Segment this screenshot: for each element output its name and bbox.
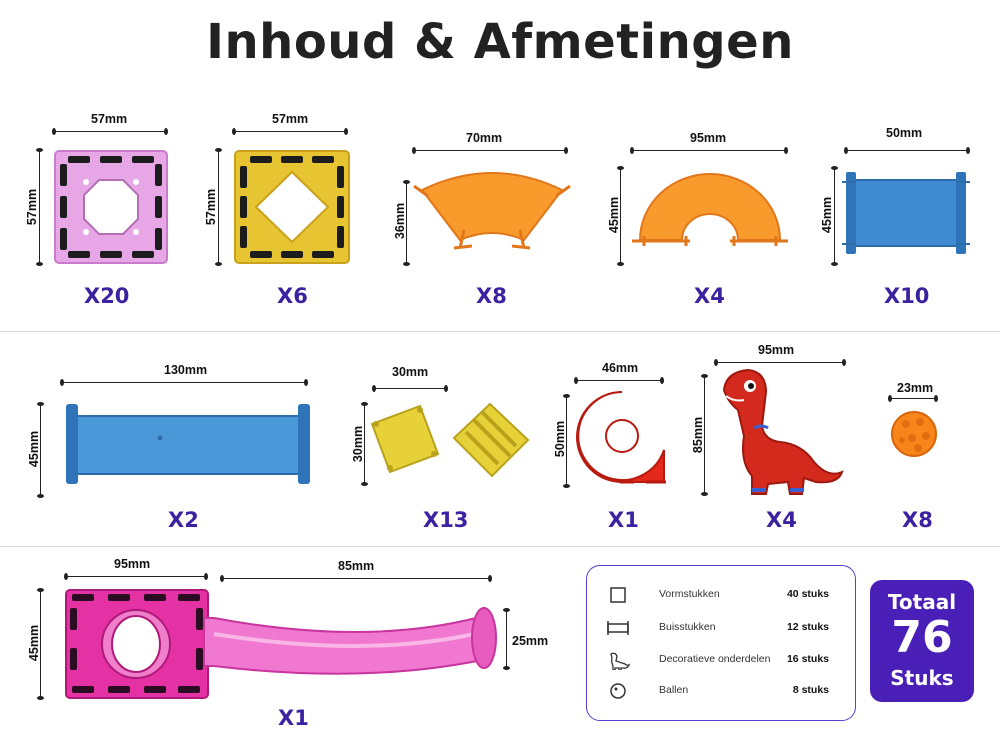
height-label: 45mm bbox=[607, 196, 622, 234]
legend-count: 8 stuks bbox=[792, 684, 829, 696]
pink-launcher-piece bbox=[65, 589, 497, 699]
red-ring-piece bbox=[576, 391, 666, 484]
blue-short-tube-piece bbox=[842, 172, 970, 254]
dimension-line bbox=[503, 608, 510, 670]
pink-square-piece bbox=[54, 150, 168, 264]
dimension-line bbox=[215, 148, 222, 266]
height-label: 85mm bbox=[691, 416, 706, 454]
width-label: 23mm bbox=[897, 381, 934, 395]
quantity-label: X8 bbox=[902, 508, 933, 532]
width-label: 85mm bbox=[338, 559, 375, 573]
divider-bottom bbox=[0, 546, 1000, 547]
quantity-label: X1 bbox=[608, 508, 639, 532]
square-outline-icon bbox=[610, 587, 626, 603]
dimension-line bbox=[617, 166, 624, 266]
width-label: 95mm bbox=[690, 131, 727, 145]
blue-long-tube-piece bbox=[66, 404, 310, 484]
yellow-tile-solid bbox=[370, 404, 440, 474]
height-label: 57mm bbox=[204, 188, 219, 226]
width-label: 50mm bbox=[886, 126, 923, 140]
tube-icon bbox=[607, 621, 629, 635]
dimension-line bbox=[60, 379, 308, 386]
dinosaur-piece bbox=[722, 368, 844, 495]
dimension-line bbox=[574, 377, 664, 384]
dimension-line bbox=[232, 128, 348, 135]
dimension-line bbox=[37, 402, 44, 498]
width-label: 70mm bbox=[466, 131, 503, 145]
total-number: 76 bbox=[891, 612, 953, 663]
legend-count: 12 stuks bbox=[786, 621, 829, 633]
width-label: 57mm bbox=[91, 112, 128, 126]
dinosaur-icon bbox=[610, 652, 631, 670]
dimension-line bbox=[36, 148, 43, 266]
dimension-line bbox=[403, 180, 410, 266]
height-label: 36mm bbox=[393, 202, 408, 240]
width-label: 57mm bbox=[272, 112, 309, 126]
quantity-label: X4 bbox=[766, 508, 797, 532]
ball-icon bbox=[610, 683, 626, 699]
width-label: 95mm bbox=[758, 343, 795, 357]
quantity-label: X2 bbox=[168, 508, 199, 532]
legend-count: 16 stuks bbox=[786, 653, 829, 665]
dimension-line bbox=[630, 147, 788, 154]
quantity-label: X10 bbox=[884, 284, 930, 308]
legend-label: Decoratieve onderdelen bbox=[659, 653, 771, 665]
width-label: 30mm bbox=[392, 365, 429, 379]
dimension-line bbox=[64, 573, 208, 580]
width-label: 95mm bbox=[114, 557, 151, 571]
height-label: 30mm bbox=[351, 425, 366, 463]
legend-label: Vormstukken bbox=[659, 588, 720, 600]
height-label: 45mm bbox=[27, 430, 42, 468]
dimension-line bbox=[831, 166, 838, 266]
dimension-line bbox=[701, 374, 708, 496]
orange-ball-piece bbox=[891, 411, 937, 457]
legend-label: Buisstukken bbox=[659, 621, 716, 633]
quantity-label: X6 bbox=[277, 284, 308, 308]
dimension-line bbox=[844, 147, 970, 154]
dimension-line bbox=[714, 359, 846, 366]
total-badge: Totaal 76 Stuks bbox=[870, 580, 974, 702]
legend-box: Vormstukken 40 stuks Buisstukken 12 stuk… bbox=[586, 565, 856, 721]
legend-label: Ballen bbox=[659, 684, 689, 696]
dimension-line bbox=[372, 385, 448, 392]
yellow-square-piece bbox=[234, 150, 350, 264]
legend-count: 40 stuks bbox=[786, 588, 829, 600]
legend-row: Decoratieve onderdelen 16 stuks bbox=[587, 648, 855, 672]
height-label: 50mm bbox=[553, 420, 568, 458]
quantity-label: X13 bbox=[423, 508, 469, 532]
orange-arch-piece bbox=[632, 173, 788, 246]
orange-curve-piece bbox=[413, 172, 571, 250]
width-label: 130mm bbox=[164, 363, 208, 377]
dimension-line bbox=[888, 395, 938, 402]
dimension-line bbox=[361, 402, 368, 486]
divider-top bbox=[0, 331, 1000, 332]
height-label: 45mm bbox=[820, 196, 835, 234]
dimension-line bbox=[563, 394, 570, 488]
height-label: 57mm bbox=[25, 188, 40, 226]
height-label: 25mm bbox=[512, 634, 549, 648]
quantity-label: X20 bbox=[84, 284, 130, 308]
width-label: 46mm bbox=[602, 361, 639, 375]
quantity-label: X4 bbox=[694, 284, 725, 308]
legend-row: Ballen 8 stuks bbox=[587, 679, 855, 703]
dimension-line bbox=[412, 147, 568, 154]
dimension-line bbox=[220, 575, 492, 582]
dimension-line bbox=[52, 128, 168, 135]
total-unit: Stuks bbox=[890, 666, 954, 690]
legend-row: Vormstukken 40 stuks bbox=[587, 583, 855, 607]
height-label: 45mm bbox=[27, 624, 42, 662]
page-title: Inhoud & Afmetingen bbox=[206, 14, 794, 70]
quantity-label: X8 bbox=[476, 284, 507, 308]
yellow-tile-grid bbox=[452, 402, 530, 478]
quantity-label: X1 bbox=[278, 706, 309, 730]
dimension-line bbox=[37, 588, 44, 700]
total-label: Totaal bbox=[887, 590, 957, 614]
legend-row: Buisstukken 12 stuks bbox=[587, 616, 855, 640]
